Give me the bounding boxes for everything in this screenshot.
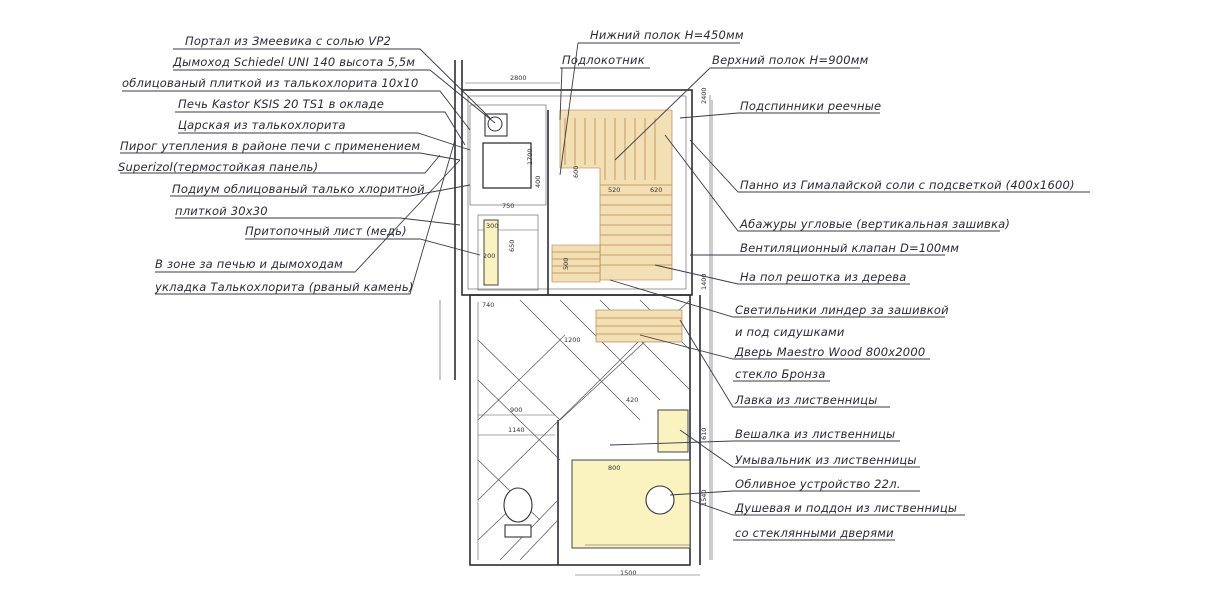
callouts-left: Портал из Змеевика с солью VP2 Дымоход S… xyxy=(118,34,425,294)
callout-washbasin: Умывальник из лиственницы xyxy=(735,453,917,467)
callout-stove: Печь Kastor KSIS 20 TS1 в окладе xyxy=(178,97,384,111)
callout-superizol: Superizol(термостойкая панель) xyxy=(118,160,318,174)
callout-glass: стекло Бронза xyxy=(735,367,826,381)
callout-insulation: Пирог утепления в районе печи с применен… xyxy=(120,139,420,153)
callouts-top: Нижний полок H=450мм Подлокотник Верхний… xyxy=(562,28,869,67)
dim-750: 750 xyxy=(502,202,514,210)
callout-tsar: Царская из талькохлорита xyxy=(178,118,346,132)
leader-lines xyxy=(120,42,1090,541)
callout-copper-sheet: Притопочный лист (медь) xyxy=(245,224,407,238)
dim-800: 800 xyxy=(608,464,620,472)
callout-armrest: Подлокотник xyxy=(562,53,645,67)
dim-500: 500 xyxy=(562,258,570,270)
callout-bench: Лавка из лиственницы xyxy=(734,393,877,407)
dim-1400: 1400 xyxy=(700,273,708,290)
dim-1500: 1500 xyxy=(620,569,637,577)
dim-620: 620 xyxy=(650,186,662,194)
callout-floor-grate: На пол решотка из дерева xyxy=(740,270,906,284)
callout-linder-lights: Светильники линдер за зашивкой xyxy=(735,303,949,317)
callout-portal: Портал из Змеевика с солью VP2 xyxy=(185,34,391,48)
dim-650: 650 xyxy=(508,240,516,252)
dim-900: 900 xyxy=(510,406,522,414)
dressing-bench xyxy=(595,309,683,343)
dim-2400: 2400 xyxy=(700,87,708,104)
callout-shower-2: со стеклянными дверями xyxy=(735,526,894,540)
callout-corner-shades: Абажуры угловые (вертикальная зашивка) xyxy=(739,217,1010,231)
toilet xyxy=(503,487,533,538)
lower-bench xyxy=(551,244,601,283)
dim-420: 420 xyxy=(626,396,638,404)
dim-1200: 1200 xyxy=(564,336,581,344)
callout-chimney: Дымоход Schiedel UNI 140 высота 5,5м xyxy=(172,55,415,69)
callout-door: Дверь Maestro Wood 800х2000 xyxy=(734,345,925,359)
dim-200: 200 xyxy=(483,252,495,260)
dim-1140: 1140 xyxy=(508,426,525,434)
callout-hanger: Вешалка из лиственницы xyxy=(735,427,895,441)
callout-zone: В зоне за печью и дымоходам xyxy=(155,257,343,271)
dim-740: 740 xyxy=(482,301,494,309)
callout-shower: Душевая и поддон из лиственницы xyxy=(734,501,957,515)
callout-salt-panel: Панно из Гималайской соли с подсветкой (… xyxy=(740,178,1075,192)
washbasin xyxy=(657,409,689,453)
dim-1540: 1540 xyxy=(700,489,708,506)
callout-vent-valve: Вентиляционный клапан D=100мм xyxy=(740,241,959,255)
dim-600: 600 xyxy=(572,166,580,178)
dim-400: 400 xyxy=(534,176,542,188)
dim-1700: 1700 xyxy=(526,148,534,165)
callout-upper-bench: Верхний полок H=900мм xyxy=(712,53,869,67)
callout-tile: облицованый плиткой из талькохлорита 10х… xyxy=(122,76,418,90)
dimension-labels: 2800 1700 400 750 300 650 200 500 600 52… xyxy=(482,74,708,577)
dimension-lines xyxy=(465,82,711,576)
callout-pour-bucket: Обливное устройство 22л. xyxy=(735,477,901,491)
callout-linder-lights-2: и под сидушками xyxy=(735,325,845,339)
dim-300: 300 xyxy=(486,222,498,230)
callout-podium-2: плиткой 30х30 xyxy=(175,204,268,218)
dim-2800: 2800 xyxy=(510,74,527,82)
dim-610: 610 xyxy=(700,428,708,440)
shower-cabin xyxy=(571,459,691,549)
callout-zone-2: укладка Талькохлорита (рваный камень) xyxy=(154,280,414,294)
dim-520: 520 xyxy=(608,186,620,194)
podium-area xyxy=(477,214,539,291)
callout-lower-bench: Нижний полок H=450мм xyxy=(590,28,744,42)
callout-podium: Подиум облицованый талько хлоритной xyxy=(172,182,425,196)
stove xyxy=(469,104,547,206)
callouts-right: Подспинники реечные Панно из Гималайской… xyxy=(734,99,1075,540)
plan-walls xyxy=(439,60,713,566)
callout-backrests: Подспинники реечные xyxy=(740,99,881,113)
